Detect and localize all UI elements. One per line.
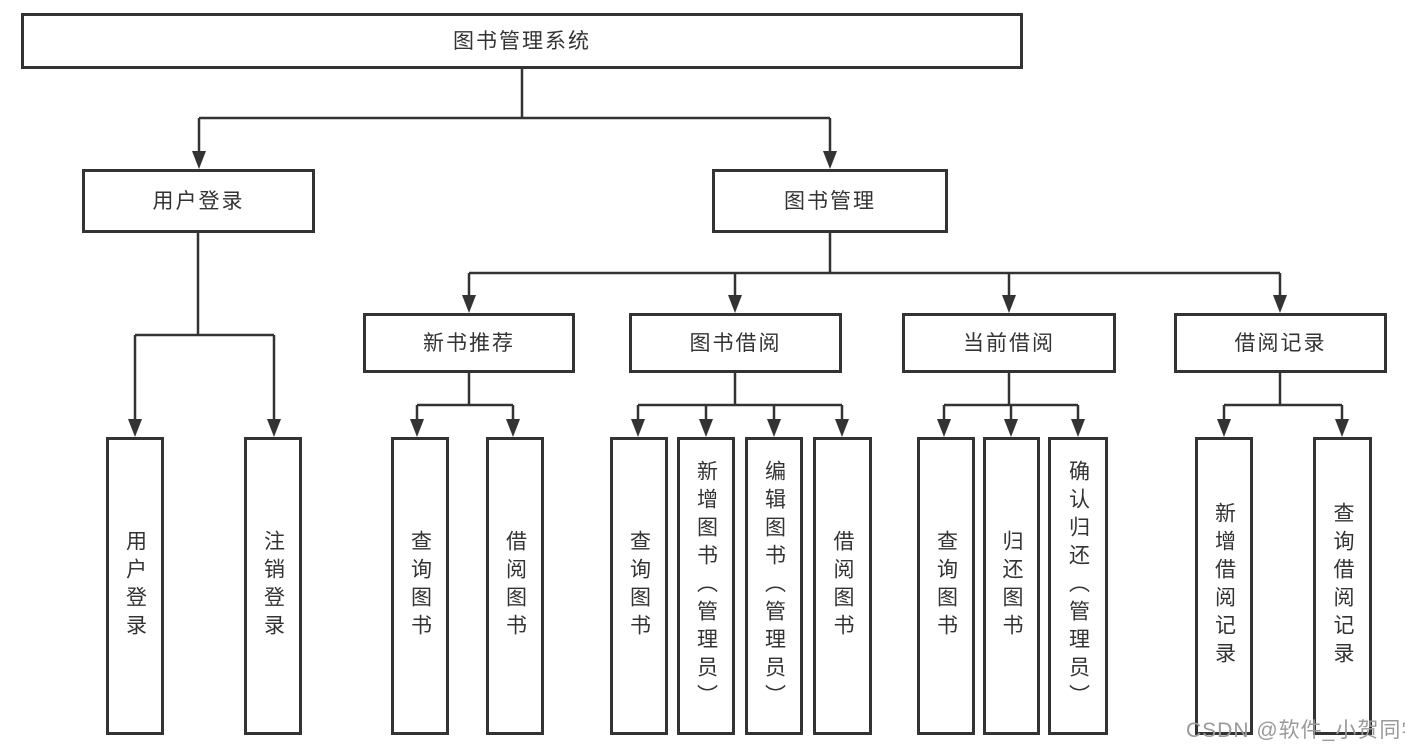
leaf-edit-book-admin: 编辑图书（管理员） bbox=[745, 437, 803, 735]
leaf-add-book-admin: 新增图书（管理员） bbox=[677, 437, 735, 735]
connector-lines bbox=[133, 69, 1344, 421]
leaf-query-books-current: 查询图书 bbox=[917, 437, 975, 735]
node-new-book-recommend: 新书推荐 bbox=[363, 313, 575, 373]
node-borrow-records: 借阅记录 bbox=[1174, 313, 1387, 373]
arrowheads bbox=[128, 151, 1349, 437]
leaf-query-books-borrow: 查询图书 bbox=[610, 437, 668, 735]
leaf-return-book: 归还图书 bbox=[983, 437, 1040, 735]
leaf-confirm-return-admin: 确认归还（管理员） bbox=[1048, 437, 1108, 735]
node-current-borrow: 当前借阅 bbox=[902, 313, 1116, 373]
node-user-login: 用户登录 bbox=[82, 169, 315, 233]
node-book-management: 图书管理 bbox=[712, 169, 948, 233]
watermark: CSDN @软件_小贺同学 bbox=[1186, 719, 1405, 742]
leaf-borrow-books-borrow: 借阅图书 bbox=[813, 437, 872, 735]
leaf-logout: 注销登录 bbox=[244, 437, 302, 735]
leaf-borrow-books-recommend: 借阅图书 bbox=[486, 437, 544, 735]
leaf-user-login: 用户登录 bbox=[106, 437, 164, 735]
leaf-query-borrow-record: 查询借阅记录 bbox=[1313, 437, 1372, 735]
node-root: 图书管理系统 bbox=[21, 13, 1023, 69]
leaf-query-books-recommend: 查询图书 bbox=[391, 437, 449, 735]
node-book-borrow: 图书借阅 bbox=[629, 313, 842, 373]
leaf-add-borrow-record: 新增借阅记录 bbox=[1195, 437, 1253, 735]
